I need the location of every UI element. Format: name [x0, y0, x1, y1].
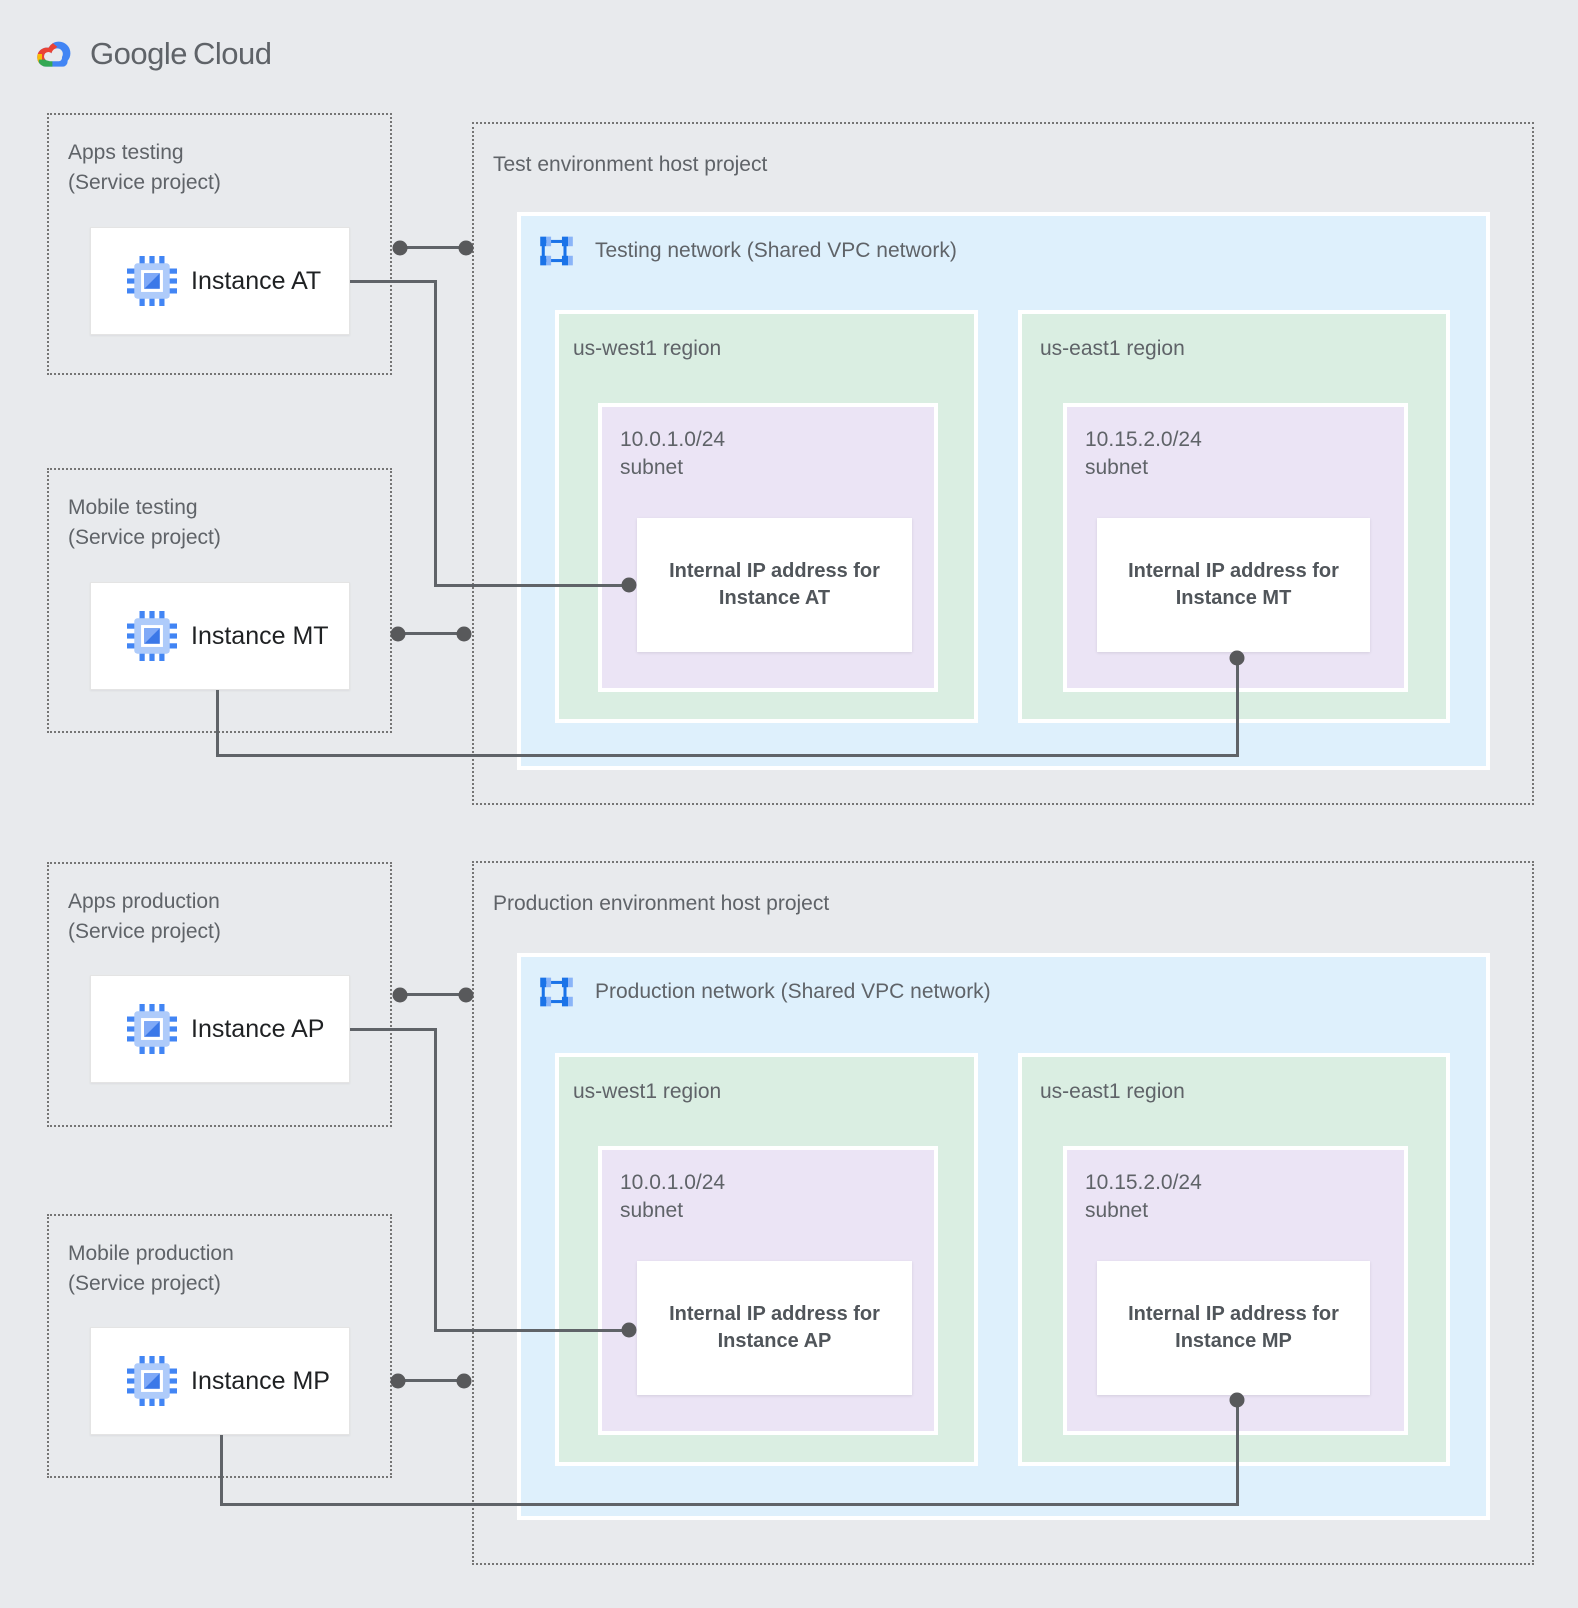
subnet-word: subnet — [620, 456, 684, 479]
link-endpoint-dot — [392, 987, 408, 1003]
service-project-apps-production — [47, 862, 392, 1127]
connector-endpoint-dot — [621, 1322, 637, 1338]
internal-ip-card-mt: Internal IP address for Instance MT — [1097, 518, 1370, 652]
logo-text-cloud: Cloud — [192, 36, 272, 71]
test-us-west1-region-label: us-west1 region — [573, 337, 722, 360]
service-project-apps-production-label: Apps production (Service project) — [68, 887, 221, 947]
ip-line1: Internal IP address for — [1128, 560, 1339, 582]
service-project-apps-testing-label: Apps testing (Service project) — [68, 138, 221, 198]
internal-ip-card-ap: Internal IP address for Instance AP — [637, 1261, 912, 1395]
vpc-network-icon — [535, 971, 575, 1013]
instance-name: Instance MP — [191, 1366, 330, 1395]
compute-engine-icon — [127, 256, 177, 306]
vpc-network-icon — [535, 230, 575, 272]
connector-endpoint-dot — [1229, 650, 1245, 666]
link-apps-testing-to-host — [400, 246, 466, 249]
connector-instance-mt-seg2 — [216, 754, 1239, 757]
ip-line1: Internal IP address for — [1128, 1303, 1339, 1325]
subnet-word: subnet — [1085, 1199, 1149, 1222]
ip-line2: Instance MT — [1175, 587, 1292, 609]
production-host-project-label: Production environment host project — [493, 892, 830, 915]
connector-instance-at-seg1 — [350, 280, 436, 283]
connector-instance-ap-seg3 — [434, 1329, 629, 1332]
connector-instance-ap-seg2 — [434, 1028, 437, 1331]
label-line1: Apps testing — [68, 141, 184, 164]
link-endpoint-dot — [392, 240, 408, 256]
link-endpoint-dot — [456, 1373, 472, 1389]
internal-ip-card-mp: Internal IP address for Instance MP — [1097, 1261, 1370, 1395]
test-host-project-label: Test environment host project — [493, 153, 768, 176]
google-cloud-icon — [30, 34, 78, 74]
ip-line2: Instance MP — [1175, 1330, 1292, 1352]
connector-instance-mp-seg3 — [1236, 1400, 1239, 1506]
service-project-mobile-production-label: Mobile production (Service project) — [68, 1239, 234, 1299]
prod-east-subnet-label: 10.15.2.0/24 subnet — [1085, 1169, 1202, 1225]
label-line2: (Service project) — [68, 526, 221, 549]
link-endpoint-dot — [458, 987, 474, 1003]
link-endpoint-dot — [390, 626, 406, 642]
connector-instance-ap-seg1 — [350, 1028, 436, 1031]
link-mobile-production-to-host — [398, 1379, 464, 1382]
label-line1: Mobile testing — [68, 496, 198, 519]
connector-instance-at-seg2 — [434, 280, 437, 586]
connector-instance-mp-seg2 — [220, 1503, 1239, 1506]
connector-instance-mp-seg1 — [220, 1435, 223, 1506]
label-line2: (Service project) — [68, 171, 221, 194]
compute-engine-icon — [127, 611, 177, 661]
label-line1: Mobile production — [68, 1242, 234, 1265]
label-line2: (Service project) — [68, 920, 221, 943]
service-project-mobile-production — [47, 1214, 392, 1478]
link-endpoint-dot — [390, 1373, 406, 1389]
ip-line1: Internal IP address for — [669, 560, 880, 582]
production-host-project-box — [472, 861, 1534, 1565]
instance-card-at: Instance AT — [90, 227, 350, 335]
compute-engine-icon — [127, 1004, 177, 1054]
ip-line2: Instance AT — [718, 587, 831, 609]
subnet-word: subnet — [620, 1199, 684, 1222]
instance-name: Instance AP — [191, 1014, 325, 1043]
prod-west-subnet-label: 10.0.1.0/24 subnet — [620, 1169, 725, 1225]
service-project-mobile-testing — [47, 468, 392, 733]
testing-network-label: Testing network (Shared VPC network) — [595, 239, 957, 262]
link-endpoint-dot — [456, 626, 472, 642]
instance-card-mp: Instance MP — [90, 1327, 350, 1435]
test-host-project-box — [472, 122, 1534, 805]
prod-us-east1-region-label: us-east1 region — [1040, 1080, 1185, 1103]
test-us-east1-region-label: us-east1 region — [1040, 337, 1185, 360]
test-east-subnet-label: 10.15.2.0/24 subnet — [1085, 426, 1202, 482]
testing-network-header: Testing network (Shared VPC network) — [535, 230, 957, 272]
instance-name: Instance MT — [191, 621, 329, 650]
instance-name: Instance AT — [191, 266, 322, 295]
label-line2: (Service project) — [68, 1272, 221, 1295]
subnet-cidr: 10.0.1.0/24 — [620, 428, 726, 451]
ip-line2: Instance AP — [717, 1330, 832, 1352]
connector-endpoint-dot — [1229, 1392, 1245, 1408]
subnet-word: subnet — [1085, 456, 1149, 479]
compute-engine-icon — [127, 1356, 177, 1406]
connector-instance-mt-seg3 — [1236, 658, 1239, 757]
subnet-cidr: 10.15.2.0/24 — [1085, 428, 1202, 451]
link-endpoint-dot — [458, 240, 474, 256]
link-mobile-testing-to-host — [398, 632, 464, 635]
production-network-label: Production network (Shared VPC network) — [595, 980, 991, 1003]
instance-card-ap: Instance AP — [90, 975, 350, 1083]
ip-line1: Internal IP address for — [669, 1303, 880, 1325]
subnet-cidr: 10.0.1.0/24 — [620, 1171, 726, 1194]
label-line1: Apps production — [68, 890, 220, 913]
connector-endpoint-dot — [621, 577, 637, 593]
prod-us-west1-region-label: us-west1 region — [573, 1080, 722, 1103]
production-network-header: Production network (Shared VPC network) — [535, 971, 991, 1013]
link-apps-production-to-host — [400, 993, 466, 996]
instance-card-mt: Instance MT — [90, 582, 350, 690]
service-project-mobile-testing-label: Mobile testing (Service project) — [68, 493, 221, 553]
internal-ip-card-at: Internal IP address for Instance AT — [637, 518, 912, 652]
test-west-subnet-label: 10.0.1.0/24 subnet — [620, 426, 725, 482]
subnet-cidr: 10.15.2.0/24 — [1085, 1171, 1202, 1194]
logo-text-google: Google — [90, 36, 187, 71]
service-project-apps-testing — [47, 113, 392, 375]
connector-instance-at-seg3 — [434, 584, 629, 587]
connector-instance-mt-seg1 — [216, 690, 219, 757]
